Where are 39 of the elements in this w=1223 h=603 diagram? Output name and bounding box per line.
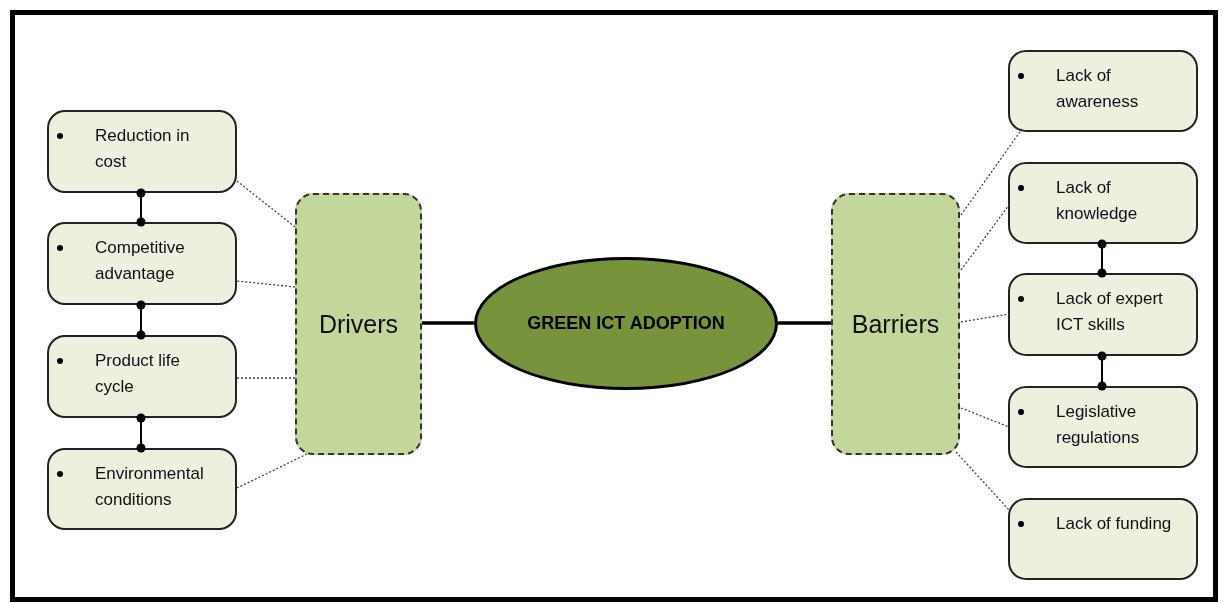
dotted-connector <box>236 453 308 489</box>
dot-end-connector <box>136 413 146 453</box>
bullet-box <box>1008 386 1198 468</box>
connector-line <box>422 321 474 325</box>
category-label: Drivers <box>318 309 399 339</box>
bullet-box <box>1008 498 1198 580</box>
dotted-connector <box>236 377 296 379</box>
dotted-connector <box>960 407 1010 428</box>
dotted-connector <box>236 180 296 228</box>
item-text: Legislative regulations <box>1056 401 1141 449</box>
item-text: Lack of knowledge <box>1056 177 1139 225</box>
dotted-connector <box>236 280 296 288</box>
category-box <box>831 193 960 455</box>
dotted-connector <box>955 451 1010 511</box>
category-box <box>295 193 422 455</box>
bullet-box <box>1008 162 1198 244</box>
dot-end-connector <box>1097 351 1107 391</box>
item-text: Environmental conditions <box>95 463 205 511</box>
central-title: GREEN ICT ADOPTION <box>527 313 725 334</box>
bullet-box <box>47 335 237 418</box>
dot-end-connector <box>1097 239 1107 278</box>
bullet-box <box>1008 273 1198 356</box>
bullet-box <box>1008 50 1198 132</box>
dotted-connector <box>960 128 1023 216</box>
bullet-box <box>47 222 237 305</box>
item-text: Lack of awareness <box>1056 65 1140 113</box>
dotted-connector <box>960 204 1010 271</box>
item-text: Product life cycle <box>95 350 182 398</box>
item-text: Competitive advantage <box>95 237 186 285</box>
bullet-box <box>47 448 237 530</box>
item-text: Lack of expert ICT skills <box>1056 288 1164 336</box>
dot-end-connector <box>136 188 146 227</box>
dot-end-connector <box>136 300 146 340</box>
item-text: Reduction in cost <box>95 125 191 173</box>
bullet-box <box>47 110 237 193</box>
dotted-connector <box>960 313 1010 323</box>
connector-line <box>778 321 831 325</box>
category-label: Barriers <box>851 309 940 339</box>
item-text: Lack of funding <box>1056 513 1172 535</box>
